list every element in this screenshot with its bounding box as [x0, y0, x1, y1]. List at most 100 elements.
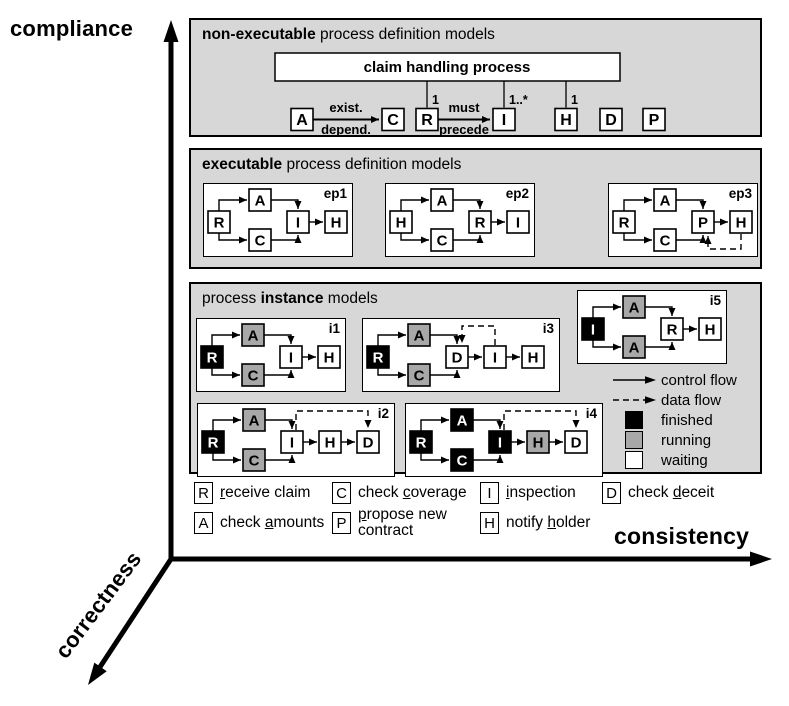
finished-swatch [625, 411, 643, 429]
svg-text:i1: i1 [329, 321, 341, 336]
svg-text:R: R [373, 350, 384, 367]
legend-running: running [611, 430, 737, 450]
panel-title-executable: executable process definition models [202, 156, 462, 173]
svg-text:H: H [331, 215, 342, 232]
data-flow-label: data flow [661, 391, 722, 409]
svg-text:H: H [325, 435, 336, 452]
activity-inspection: I inspection [480, 482, 602, 504]
activity-letter-H: H [480, 512, 499, 535]
activity-receive-claim: R receive claim [194, 482, 332, 504]
consistency-axis-arrowhead [750, 551, 772, 567]
svg-text:H: H [560, 112, 572, 129]
svg-text:P: P [698, 215, 708, 232]
legend-control-flow: control flow [611, 370, 737, 390]
svg-text:R: R [619, 215, 630, 232]
activity-letter-D: D [602, 482, 621, 504]
panel-executable-models: executable process definition models R A C… [189, 148, 762, 269]
svg-text:ep2: ep2 [506, 186, 529, 201]
svg-text:R: R [416, 435, 427, 452]
svg-text:H: H [324, 350, 335, 367]
finished-label: finished [661, 411, 713, 429]
svg-text:1..*: 1..* [509, 93, 528, 107]
panel-title-instance: process instance models [202, 290, 378, 307]
consistency-axis-label: consistency [614, 523, 750, 549]
svg-text:C: C [248, 368, 259, 385]
svg-text:C: C [414, 368, 425, 385]
svg-text:H: H [528, 350, 539, 367]
svg-text:A: A [249, 413, 260, 430]
svg-text:C: C [457, 453, 468, 470]
svg-text:H: H [705, 322, 716, 339]
svg-text:D: D [452, 350, 463, 367]
svg-text:I: I [493, 350, 497, 367]
svg-text:P: P [649, 112, 660, 129]
svg-text:i2: i2 [378, 406, 389, 421]
activity-letter-R: R [194, 482, 213, 504]
svg-text:A: A [296, 112, 308, 129]
svg-text:C: C [660, 233, 671, 250]
svg-text:A: A [255, 193, 266, 210]
svg-text:claim handling process: claim handling process [364, 59, 531, 76]
activity-check-coverage: C check coverage [332, 482, 480, 504]
correctness-axis-arrowhead [88, 662, 107, 685]
svg-text:A: A [457, 413, 468, 430]
svg-text:H: H [736, 215, 747, 232]
activity-check-deceit: D check deceit [602, 482, 760, 504]
svg-text:depend.: depend. [321, 122, 371, 135]
waiting-label: waiting [661, 451, 708, 469]
legend-finished: finished [611, 410, 737, 430]
svg-text:i3: i3 [543, 321, 555, 336]
activity-letter-C: C [332, 482, 351, 504]
svg-text:I: I [289, 350, 293, 367]
svg-text:R: R [207, 350, 218, 367]
activity-letter-P: P [332, 512, 351, 535]
svg-text:C: C [255, 233, 266, 250]
svg-text:R: R [208, 435, 219, 452]
svg-text:i5: i5 [710, 293, 722, 308]
svg-text:C: C [249, 453, 260, 470]
svg-text:A: A [414, 328, 425, 345]
svg-text:A: A [437, 193, 448, 210]
flow-state-legend: control flow data flow finished running [611, 370, 737, 470]
svg-text:A: A [660, 193, 671, 210]
activity-letter-I: I [480, 482, 499, 504]
waiting-swatch [625, 451, 643, 469]
svg-text:A: A [629, 300, 640, 317]
svg-text:C: C [437, 233, 448, 250]
data-flow-arrow-icon [611, 394, 657, 406]
compliance-axis-label: compliance [10, 16, 134, 41]
svg-text:ep3: ep3 [729, 186, 753, 201]
svg-text:I: I [290, 435, 294, 452]
svg-text:i4: i4 [586, 406, 598, 421]
svg-text:exist.: exist. [329, 100, 362, 115]
activity-letter-A: A [194, 512, 213, 535]
svg-text:R: R [214, 215, 225, 232]
svg-text:H: H [533, 435, 544, 452]
activity-legend: R receive claim C check coverage I inspe… [194, 482, 760, 540]
svg-text:I: I [591, 322, 595, 339]
svg-text:D: D [571, 435, 582, 452]
svg-text:H: H [396, 215, 407, 232]
svg-text:I: I [296, 215, 300, 232]
running-swatch [625, 431, 643, 449]
correctness-axis-line [97, 557, 174, 669]
legend-waiting: waiting [611, 450, 737, 470]
panel-title-non-executable: non-executable process definition models [202, 26, 495, 43]
compliance-axis-arrowhead [163, 20, 179, 42]
control-flow-label: control flow [661, 371, 737, 389]
svg-text:precede: precede [439, 122, 489, 135]
svg-text:R: R [421, 112, 433, 129]
svg-text:D: D [605, 112, 617, 129]
svg-text:must: must [448, 100, 480, 115]
svg-text:R: R [667, 322, 678, 339]
activity-notify-holder: H notify holder [480, 507, 602, 540]
svg-text:1: 1 [571, 93, 578, 107]
